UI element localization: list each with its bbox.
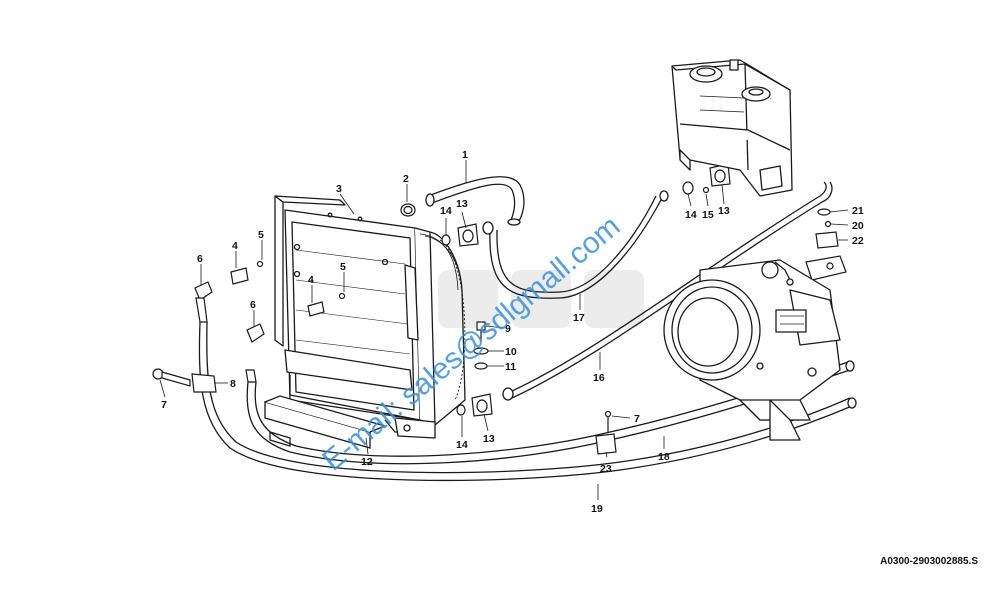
callout-14: 14 [440, 205, 452, 217]
callout-16: 16 [593, 372, 605, 384]
hose-19 [198, 321, 857, 482]
callout-21: 21 [852, 205, 864, 217]
callout-4: 4 [232, 240, 238, 252]
callout-11: 11 [505, 361, 516, 373]
callout-17: 17 [573, 312, 585, 324]
callout-6b: 6 [250, 299, 256, 311]
hose-16 [502, 181, 833, 401]
drawing-reference: A0300-2903002885.S [880, 556, 978, 567]
callout-13b: 13 [483, 433, 495, 445]
callout-22: 22 [852, 235, 864, 247]
hose-17 [482, 190, 669, 299]
hydraulic-tank [671, 59, 793, 197]
callout-23: 23 [600, 463, 612, 475]
callout-5b: 5 [340, 261, 346, 273]
callout-7b: 7 [634, 413, 640, 425]
callout-12: 12 [361, 456, 373, 468]
callout-13: 13 [456, 198, 468, 210]
callout-1: 1 [462, 149, 468, 161]
callout-3: 3 [336, 183, 342, 195]
callout-14b: 14 [456, 439, 468, 451]
parts-20-21-22 [805, 208, 847, 281]
bolt-7-clamp-8 [152, 368, 217, 393]
callout-20: 20 [852, 220, 864, 232]
callout-15: 15 [702, 209, 714, 221]
radiator-assembly [274, 195, 466, 439]
callout-5: 5 [258, 229, 264, 241]
callout-19: 19 [591, 503, 603, 515]
left-fittings [194, 260, 346, 383]
clamp-23 [595, 410, 617, 455]
clamps-13 [441, 163, 731, 417]
hose-1 [425, 176, 525, 226]
callout-10: 10 [505, 346, 517, 358]
callout-13c: 13 [718, 205, 730, 217]
leader-lines [159, 160, 849, 500]
hose-clamp-2 [400, 203, 416, 217]
callout-7: 7 [161, 399, 167, 411]
callout-18: 18 [658, 451, 670, 463]
callout-8: 8 [230, 378, 236, 390]
callout-4b: 4 [308, 274, 314, 286]
callout-9: 9 [505, 323, 511, 335]
transmission [663, 259, 841, 441]
callout-numbers: 1 2 3 4 5 6 4 5 6 7 8 12 14 13 14 13 9 1… [161, 149, 864, 515]
callout-6: 6 [197, 253, 203, 265]
callout-14c: 14 [685, 209, 697, 221]
callout-2: 2 [403, 173, 409, 185]
